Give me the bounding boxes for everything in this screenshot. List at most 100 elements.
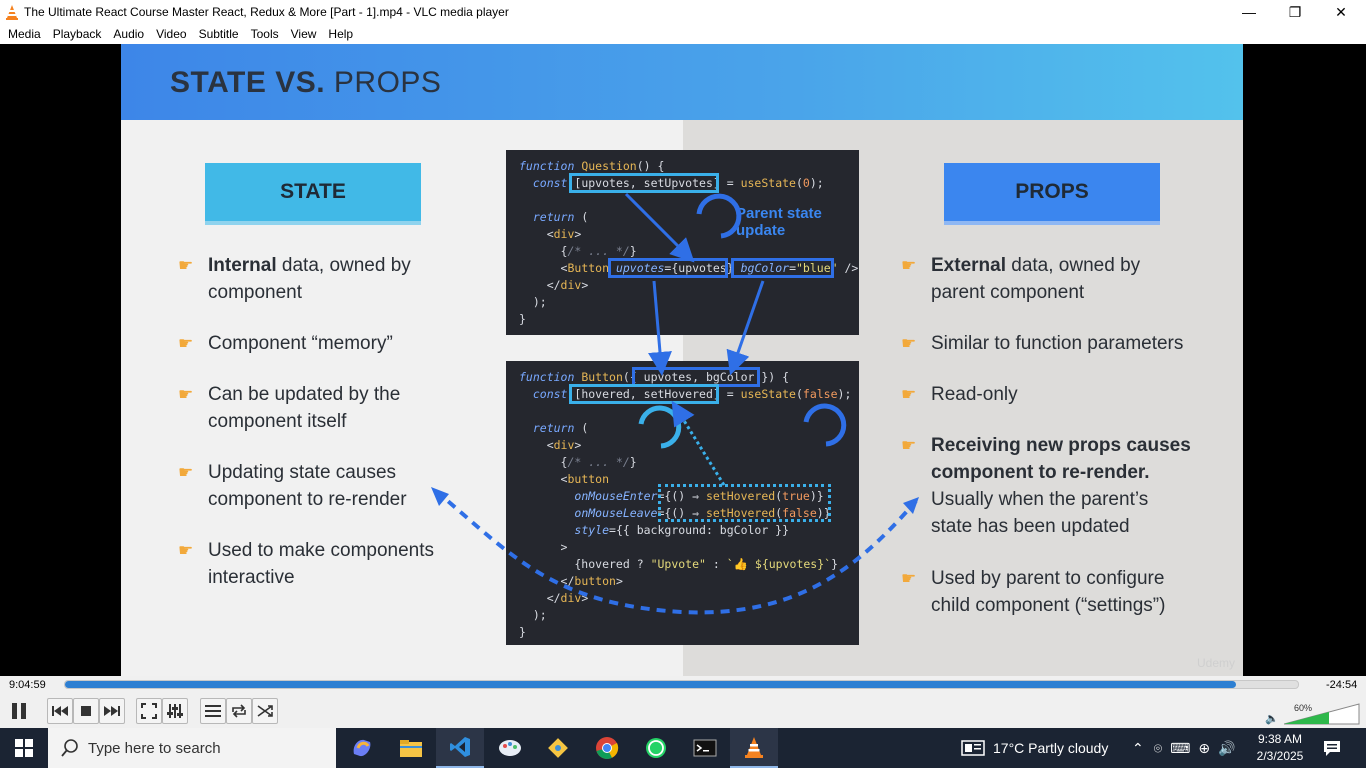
dashed-curve-arrow — [434, 489, 918, 615]
arrowhead-right — [903, 497, 919, 514]
code-line: } — [519, 625, 526, 639]
pointing-hand-icon: ☛ — [178, 334, 194, 353]
taskbar: Type here to search 17 — [0, 728, 1366, 768]
code-line: onMouseEnter={() ⇒ setHovered(true)} — [574, 489, 824, 503]
code-line: ); — [519, 295, 547, 309]
taskbar-search[interactable]: Type here to search — [48, 728, 336, 768]
equalizer-icon — [167, 704, 183, 718]
webcam-icon[interactable]: ⌾ — [1153, 739, 1163, 756]
vlc-cone-icon — [6, 5, 18, 20]
taskbar-terminal[interactable] — [681, 728, 729, 768]
menu-video[interactable]: Video — [156, 27, 187, 41]
update-cycle-icon — [638, 405, 682, 449]
minimize-button[interactable]: — — [1226, 0, 1272, 24]
extended-settings-button[interactable] — [162, 698, 188, 724]
loop-button[interactable] — [226, 698, 252, 724]
notification-icon — [1324, 741, 1340, 756]
pointing-hand-icon: ☛ — [178, 385, 194, 404]
restore-icon: ❐ — [1288, 3, 1302, 20]
input-method-icon[interactable]: ⌨ — [1170, 739, 1191, 756]
player-controls: 9:04:59 -24:54 🔈 60% — [0, 676, 1366, 728]
video-area[interactable]: STATE VS. PROPS STATE PROPS ☛ Internal d… — [0, 44, 1366, 676]
state-bullet-2: ☛ Component “memory” — [178, 330, 393, 357]
menu-playback[interactable]: Playback — [52, 27, 102, 41]
vlc-cone-icon — [745, 737, 763, 758]
code-line: {/* ... */} — [519, 244, 637, 258]
taskbar-git[interactable] — [534, 728, 582, 768]
stop-icon — [81, 706, 91, 716]
seek-progress — [65, 681, 1237, 688]
code-line: </div> — [519, 278, 589, 292]
weather-text: 17°C Partly cloudy — [993, 740, 1109, 756]
code-line: } — [519, 312, 526, 326]
pointing-hand-icon: ☛ — [901, 436, 917, 455]
taskbar-chrome[interactable] — [583, 728, 631, 768]
pointing-hand-icon: ☛ — [901, 256, 917, 275]
playlist-button[interactable] — [200, 698, 226, 724]
close-button[interactable]: ✕ — [1318, 0, 1364, 24]
update-cycle-icon — [803, 403, 847, 447]
shuffle-button[interactable] — [252, 698, 278, 724]
whatsapp-icon — [646, 738, 666, 758]
code-line: function Question() { — [519, 159, 665, 173]
highlight-handlers — [658, 484, 831, 522]
previous-icon — [52, 706, 68, 716]
taskbar-vlc[interactable] — [730, 728, 778, 768]
globe-icon[interactable]: ⊕ — [1198, 739, 1211, 756]
clock-time: 9:38 AM — [1257, 732, 1303, 746]
next-icon — [104, 706, 120, 716]
udemy-watermark: Udemy — [1196, 656, 1235, 670]
maximize-button[interactable]: ❐ — [1272, 0, 1318, 24]
slide-title: STATE VS. PROPS — [170, 66, 442, 99]
props-label: PROPS — [944, 163, 1160, 221]
volume-slider[interactable] — [1284, 703, 1360, 725]
previous-button[interactable] — [47, 698, 73, 724]
taskbar-clock[interactable]: 9:38 AM 2/3/2025 — [1250, 731, 1310, 765]
taskbar-copilot[interactable] — [338, 728, 386, 768]
arrow-upvotes-down — [648, 280, 672, 376]
arrow-state-to-prop — [624, 192, 695, 263]
taskbar-vscode[interactable] — [436, 728, 484, 768]
props-bullet-3: ☛ Read-only — [901, 381, 1018, 408]
pointing-hand-icon: ☛ — [901, 385, 917, 404]
fullscreen-button[interactable] — [136, 698, 162, 724]
menu-tools[interactable]: Tools — [250, 27, 279, 41]
taskbar-whatsapp[interactable] — [632, 728, 680, 768]
notification-button[interactable] — [1322, 728, 1342, 768]
shuffle-icon — [257, 705, 273, 717]
copilot-icon — [353, 739, 371, 757]
clock-date: 2/3/2025 — [1256, 749, 1304, 763]
menu-view[interactable]: View — [290, 27, 317, 41]
pointing-hand-icon: ☛ — [901, 569, 917, 588]
next-button[interactable] — [99, 698, 125, 724]
slide-header — [121, 44, 1243, 120]
code-line: <button — [519, 472, 610, 486]
menu-media[interactable]: Media — [8, 27, 41, 41]
state-label: STATE — [205, 163, 421, 221]
speaker-tray-icon[interactable]: 🔊 — [1218, 739, 1236, 756]
stop-button[interactable] — [73, 698, 99, 724]
window-title: The Ultimate React Course Master React, … — [24, 5, 509, 19]
taskbar-paint[interactable] — [486, 728, 534, 768]
menu-audio[interactable]: Audio — [113, 27, 145, 41]
menu-subtitle[interactable]: Subtitle — [198, 27, 239, 41]
pause-button[interactable] — [5, 698, 33, 724]
menu-help[interactable]: Help — [328, 27, 354, 41]
weather-widget[interactable]: 17°C Partly cloudy — [961, 728, 1108, 768]
start-button[interactable] — [0, 728, 48, 768]
terminal-icon — [693, 739, 717, 757]
speaker-icon[interactable]: 🔈 — [1265, 713, 1279, 725]
arrow-handlers-to-state — [671, 400, 726, 486]
chevron-up-icon[interactable]: ⌃ — [1132, 739, 1144, 756]
code-line: const [upvotes, setUpvotes] = useState(0… — [532, 176, 824, 190]
pointing-hand-icon: ☛ — [178, 463, 194, 482]
code-line: onMouseLeave={() ⇒ setHovered(false)} — [574, 506, 831, 520]
taskbar-file-explorer[interactable] — [387, 728, 435, 768]
seek-bar[interactable] — [64, 680, 1299, 689]
news-widget-icon — [961, 740, 985, 756]
pointing-hand-icon: ☛ — [178, 541, 194, 560]
